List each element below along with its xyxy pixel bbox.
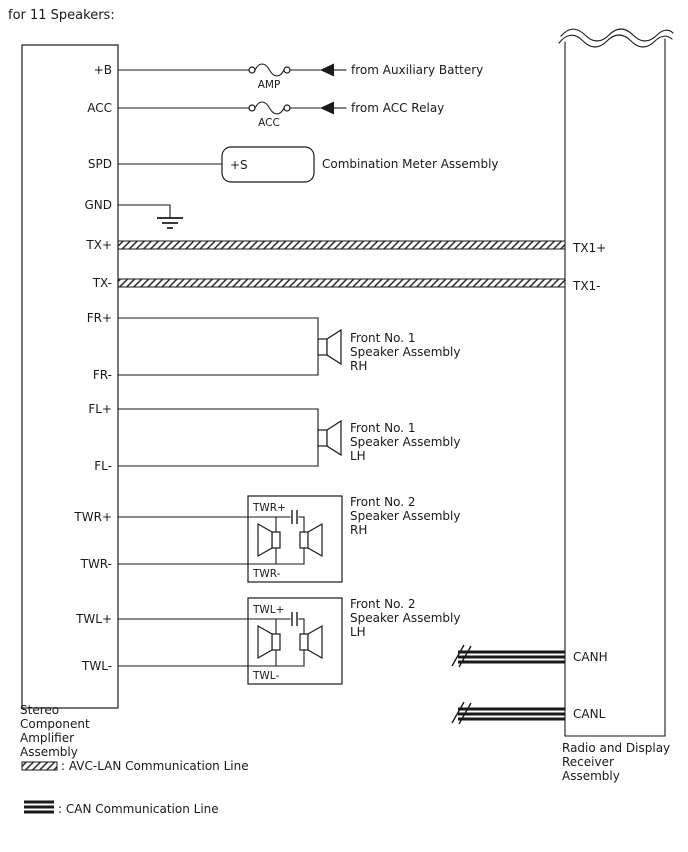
arrow-left-icon xyxy=(320,101,334,115)
twr-minus-terminal: TWR- xyxy=(252,568,281,580)
receiver-box: TX1+ TX1- CANH CANL Radio and Display Re… xyxy=(558,28,674,783)
fl-label-3: LH xyxy=(350,449,366,463)
pin-twl-plus: TWL+ xyxy=(75,612,112,626)
can-legend-swatch xyxy=(24,800,54,814)
page-title: for 11 Speakers: xyxy=(8,8,115,23)
pin-tx1-plus: TX1+ xyxy=(572,241,606,255)
capacitor-icon xyxy=(291,510,298,524)
amplifier-label-4: Assembly xyxy=(20,745,78,759)
pin-canh: CANH xyxy=(573,650,608,664)
twl-label-3: LH xyxy=(350,625,366,639)
ground-icon xyxy=(157,217,183,229)
fr-label-2: Speaker Assembly xyxy=(350,345,460,359)
pin-tx1-minus: TX1- xyxy=(572,279,601,293)
fuse-icon-amp xyxy=(248,63,291,77)
pin-acc: ACC xyxy=(87,101,112,115)
legend: : AVC-LAN Communication Line : CAN Commu… xyxy=(21,759,249,816)
receiver-label-2: Receiver xyxy=(562,755,614,769)
pin-twl-minus: TWL- xyxy=(81,659,112,673)
speaker-icon-twl-woofer xyxy=(257,624,281,660)
acc-circuit: ACC from ACC Relay xyxy=(117,101,444,129)
twr-label-1: Front No. 2 xyxy=(350,495,416,509)
speaker-icon-fr xyxy=(317,328,342,366)
can-legend-label: : CAN Communication Line xyxy=(58,802,219,816)
break-icon xyxy=(451,701,472,725)
avclan-legend-label: : AVC-LAN Communication Line xyxy=(61,759,249,773)
twr-label-3: RH xyxy=(350,523,367,537)
torn-edge-icon xyxy=(560,28,674,42)
can-high-line xyxy=(451,644,565,668)
pin-b: +B xyxy=(94,63,112,77)
torn-edge-icon xyxy=(558,34,673,48)
pin-fr-plus: FR+ xyxy=(87,311,112,325)
pin-fl-minus: FL- xyxy=(94,459,112,473)
pin-tx-plus: TX+ xyxy=(85,238,112,252)
meter-label: Combination Meter Assembly xyxy=(322,157,499,171)
fl-label-1: Front No. 1 xyxy=(350,421,416,435)
pin-fl-plus: FL+ xyxy=(88,402,112,416)
fl-label-2: Speaker Assembly xyxy=(350,435,460,449)
acc-source-label: from ACC Relay xyxy=(351,101,444,115)
fuse-acc-label: ACC xyxy=(258,117,280,129)
battery-power-circuit: AMP from Auxiliary Battery xyxy=(117,63,483,91)
twl-minus-terminal: TWL- xyxy=(252,670,279,682)
pin-spd: SPD xyxy=(88,157,112,171)
fr-label-3: RH xyxy=(350,359,367,373)
receiver-label-1: Radio and Display xyxy=(562,741,670,755)
fuse-amp-label: AMP xyxy=(258,79,281,91)
arrow-left-icon xyxy=(320,63,334,77)
ground-circuit xyxy=(117,204,183,229)
twl-label-2: Speaker Assembly xyxy=(350,611,460,625)
speaker-icon-twr-tweeter xyxy=(299,522,323,558)
speed-signal-circuit: +S Combination Meter Assembly xyxy=(117,146,499,183)
avclan-tx-plus-line xyxy=(117,240,566,250)
fr-label-1: Front No. 1 xyxy=(350,331,416,345)
amplifier-label-1: Stereo xyxy=(20,703,59,717)
twl-plus-terminal: TWL+ xyxy=(252,604,284,616)
break-icon xyxy=(451,644,472,668)
capacitor-icon xyxy=(291,612,298,626)
pin-canl: CANL xyxy=(573,707,606,721)
front-speaker-lh: Front No. 1 Speaker Assembly LH xyxy=(117,408,460,467)
pin-twr-minus: TWR- xyxy=(80,557,112,571)
amplifier-box: +B ACC SPD GND TX+ TX- FR+ FR- FL+ FL- T… xyxy=(20,44,119,759)
meter-pin: +S xyxy=(230,158,248,172)
amplifier-label-2: Component xyxy=(20,717,90,731)
pin-fr-minus: FR- xyxy=(93,368,112,382)
fuse-icon-acc xyxy=(248,101,291,115)
meter-connector-box xyxy=(221,146,315,183)
receiver-label-3: Assembly xyxy=(562,769,620,783)
pin-tx-minus: TX- xyxy=(92,276,112,290)
can-low-line xyxy=(451,701,565,725)
avclan-tx-minus-line xyxy=(117,278,566,288)
amplifier-label-3: Amplifier xyxy=(20,731,74,745)
speaker-icon-fl xyxy=(317,419,342,457)
avclan-legend-swatch xyxy=(21,761,58,771)
pin-twr-plus: TWR+ xyxy=(73,510,112,524)
front2-speaker-rh: TWR+ TWR- Front No. 2 Speaker Assembly R… xyxy=(117,495,460,583)
amplifier-outline xyxy=(21,44,119,709)
front-speaker-rh: Front No. 1 Speaker Assembly RH xyxy=(117,317,460,376)
twr-label-2: Speaker Assembly xyxy=(350,509,460,523)
battery-source-label: from Auxiliary Battery xyxy=(351,63,483,77)
pin-gnd: GND xyxy=(84,198,112,212)
front2-speaker-lh: TWL+ TWL- Front No. 2 Speaker Assembly L… xyxy=(117,597,460,685)
twr-plus-terminal: TWR+ xyxy=(252,502,286,514)
twl-label-1: Front No. 2 xyxy=(350,597,416,611)
speaker-icon-twr-woofer xyxy=(257,522,281,558)
speaker-icon-twl-tweeter xyxy=(299,624,323,660)
